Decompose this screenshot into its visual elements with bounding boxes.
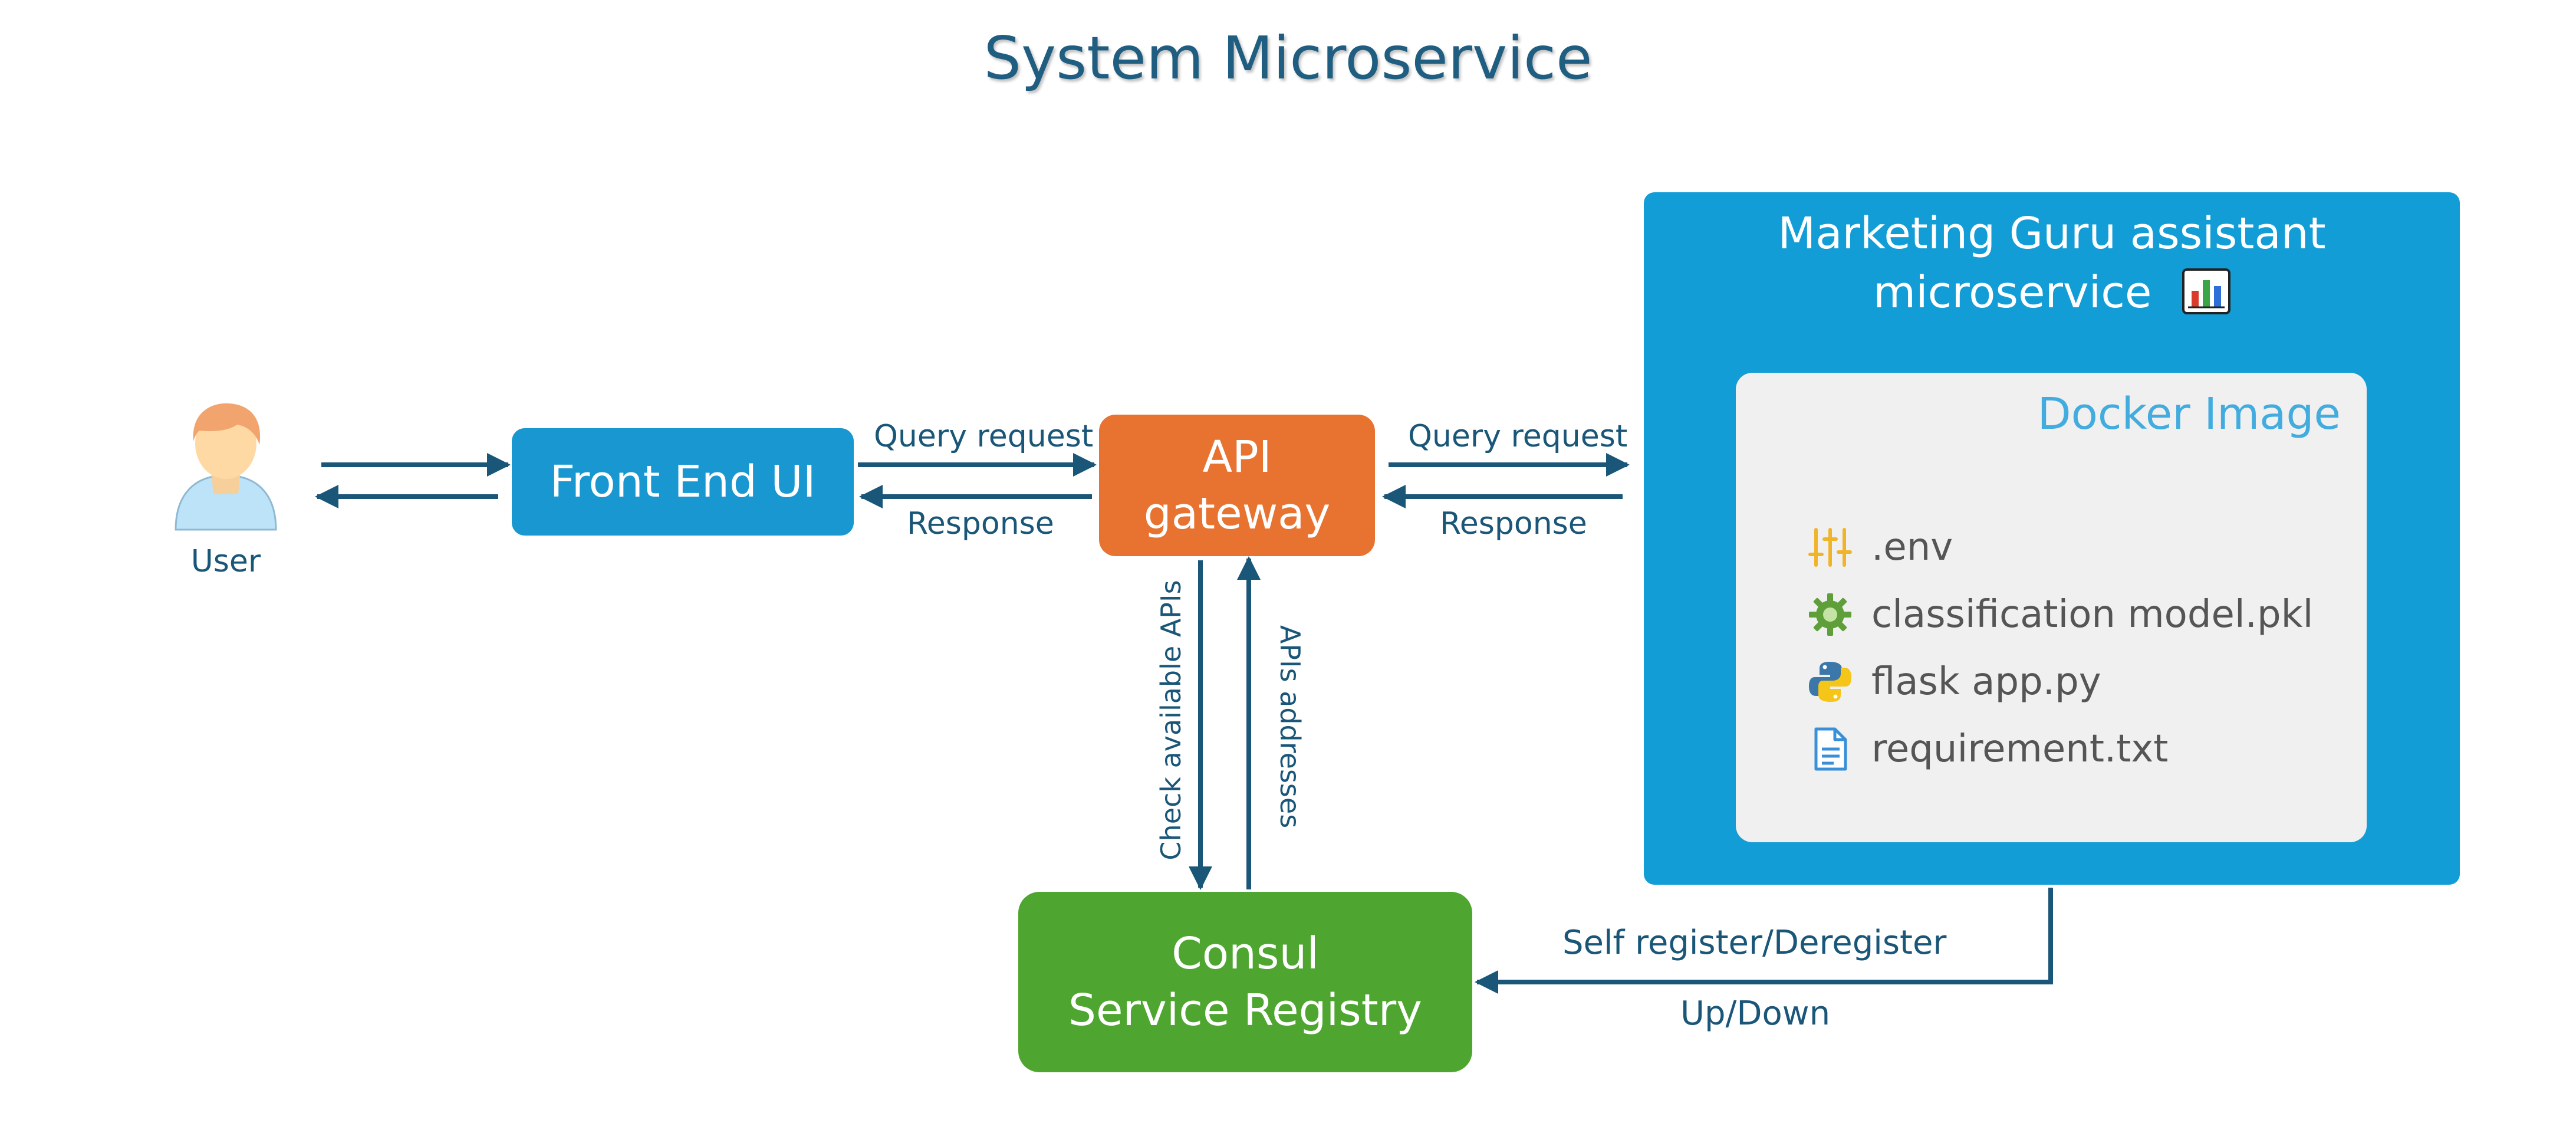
user-label: User (190, 544, 261, 579)
diagram-title: System Microservice (983, 24, 1593, 93)
front-end-ui-label: Front End UI (550, 457, 816, 507)
microservice-title-line2-row: microservice (1644, 263, 2460, 322)
edge-label-query-request-1: Query request (874, 419, 1094, 454)
file-requirement[interactable]: requirement.txt (1808, 720, 2168, 779)
microservice-title-line2: microservice (1873, 267, 2152, 318)
api-gateway-label-line2: gateway (1143, 488, 1331, 539)
microservice-title-line1: Marketing Guru assistant (1778, 208, 2326, 259)
gear-icon (1809, 593, 1851, 636)
front-end-ui-box[interactable]: Front End UI (512, 428, 854, 536)
python-icon (1809, 662, 1851, 702)
edge-label-query-request-2: Query request (1408, 419, 1628, 454)
edge-label-response-2: Response (1440, 506, 1587, 541)
edge-label-check-available-apis: Check available APIs (1155, 580, 1187, 861)
consul-label-line1: Consul (1172, 928, 1319, 979)
docker-image-box[interactable]: Docker Image .env (1736, 373, 2367, 842)
file-env[interactable]: .env (1808, 518, 1953, 577)
bar-chart-icon (2182, 268, 2230, 315)
service-to-consul-arrow (1475, 888, 2053, 994)
file-classification-model[interactable]: classification model.pkl (1808, 585, 2313, 644)
user-icon (175, 403, 277, 531)
file-requirement-name: requirement.txt (1871, 727, 2169, 771)
edge-label-self-register: Self register/Deregister (1562, 924, 1947, 962)
file-classification-model-name: classification model.pkl (1871, 593, 2314, 636)
file-flask-app-name: flask app.py (1871, 660, 2101, 704)
consul-label-line2: Service Registry (1068, 985, 1422, 1036)
edge-label-up-down: Up/Down (1680, 994, 1831, 1033)
file-flask-app[interactable]: flask app.py (1808, 652, 2101, 711)
document-icon (1814, 727, 1847, 771)
consul-registry-box[interactable]: Consul Service Registry (1018, 892, 1472, 1072)
api-gateway-box[interactable]: API gateway (1099, 415, 1375, 556)
file-env-name: .env (1871, 526, 1953, 569)
edge-label-response-1: Response (907, 506, 1054, 541)
microservice-title: Marketing Guru assistant microservice (1644, 204, 2460, 322)
docker-image-title: Docker Image (2037, 389, 2341, 439)
sliders-icon (1808, 528, 1852, 567)
api-gateway-label-line1: API (1202, 432, 1272, 482)
edge-label-apis-addresses: APIs addresses (1274, 625, 1306, 829)
